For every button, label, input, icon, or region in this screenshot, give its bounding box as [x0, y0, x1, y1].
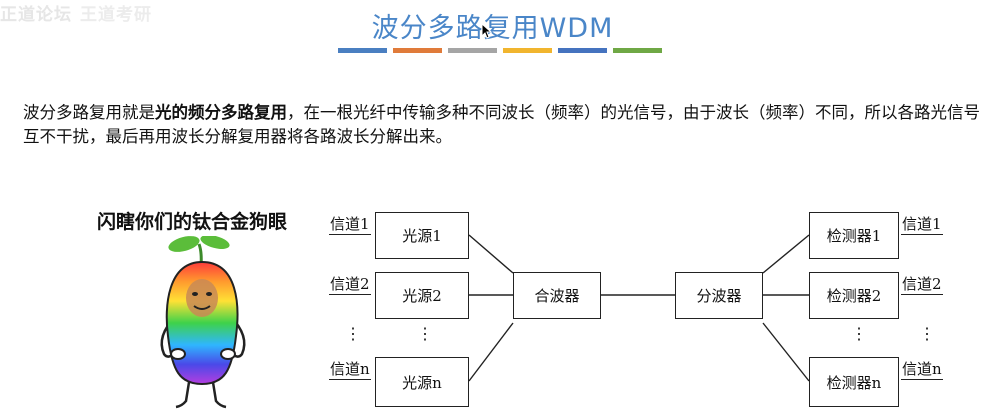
mouse-cursor-icon — [481, 23, 493, 39]
detector-n-box: 检测器n — [809, 357, 899, 407]
light-source-n-box: 光源n — [375, 357, 469, 407]
ellipsis-detectors: ⋮ — [851, 324, 867, 343]
left-channel-1-label: 信道1 — [329, 215, 371, 235]
rainbow-bean-meme-image — [160, 236, 246, 409]
watermark-text: 正道论坛 — [0, 5, 72, 25]
ellipsis-right-channels: ⋮ — [919, 324, 935, 343]
stripe-blue-2 — [558, 48, 607, 53]
meme-caption: 闪瞎你们的钛合金狗眼 — [97, 211, 288, 233]
paragraph-text-rest: ，在一根光纤中传输多种不同波长（频率）的光信号，由于波长（频率）不同，所以各路光… — [23, 103, 980, 146]
ellipsis-left-channels: ⋮ — [345, 324, 361, 343]
paragraph-text-start: 波分多路复用就是 — [23, 103, 155, 122]
right-channel-n-label: 信道n — [901, 360, 943, 380]
multiplexer-box: 合波器 — [513, 272, 601, 319]
description-paragraph: 波分多路复用就是光的频分多路复用，在一根光纤中传输多种不同波长（频率）的光信号，… — [23, 101, 983, 149]
ellipsis-sources: ⋮ — [417, 324, 433, 343]
left-channel-n-label: 信道n — [329, 360, 371, 380]
wdm-diagram: 信道1 信道2 信道n 光源1 光源2 光源n 合波器 分波器 检测器1 检测器… — [323, 205, 985, 409]
watermark: 正道论坛王道考研 — [0, 0, 152, 26]
stripe-yellow — [503, 48, 552, 53]
connection-lines — [468, 234, 810, 382]
left-channel-2-label: 信道2 — [329, 275, 371, 295]
right-channel-2-label: 信道2 — [901, 275, 943, 295]
demultiplexer-box: 分波器 — [675, 272, 763, 319]
slide-title: 波分多路复用WDM — [371, 13, 614, 44]
paragraph-bold-term: 光的频分多路复用 — [155, 103, 287, 122]
stripe-green — [613, 48, 662, 53]
right-channel-1-label: 信道1 — [901, 215, 943, 235]
title-underline-stripes — [338, 48, 662, 54]
detector-1-box: 检测器1 — [809, 212, 899, 259]
stripe-gray — [448, 48, 497, 53]
stripe-blue — [338, 48, 387, 53]
detector-2-box: 检测器2 — [809, 272, 899, 319]
light-source-2-box: 光源2 — [375, 272, 469, 319]
stripe-orange — [393, 48, 442, 53]
light-source-1-box: 光源1 — [375, 212, 469, 259]
watermark-text-2: 王道考研 — [80, 5, 152, 25]
